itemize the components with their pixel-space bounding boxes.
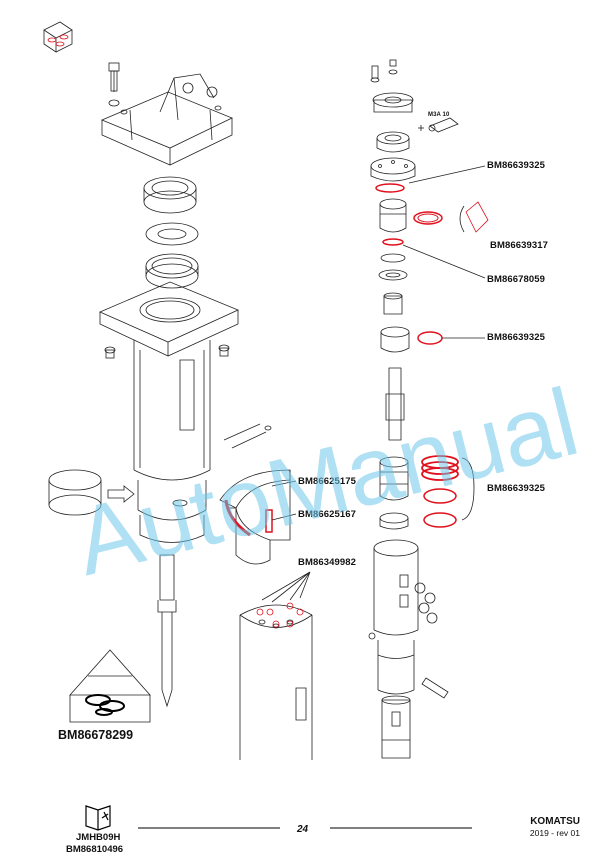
footer-code: BM86810496: [66, 844, 124, 855]
callout-bm86349982: BM86349982: [298, 557, 357, 568]
cylinder-bottom: [239, 602, 313, 760]
main-body: [98, 281, 240, 543]
right-valve-body: [378, 198, 489, 315]
callout-bm86639317: BM86639317: [490, 240, 549, 251]
chisel-tool: [157, 554, 177, 708]
right-bottom-piston: [381, 695, 411, 759]
right-seal-pack: [379, 455, 475, 530]
seal-kit-icon: [43, 21, 73, 53]
callout-bm86678059: BM86678059: [487, 274, 546, 285]
right-cylinder: [368, 539, 449, 699]
callout-bm86639325-top: BM86639325: [487, 160, 546, 171]
side-pins: [223, 423, 272, 449]
kit-label: BM86678299: [58, 728, 134, 742]
arrow: [107, 485, 135, 503]
top-bolt: [108, 62, 120, 107]
left-seal-stack: [143, 176, 199, 289]
sleeve-ring: [48, 469, 102, 516]
callout-bm86639325-low: BM86639325: [487, 483, 546, 494]
fitting-label: M3A 10: [428, 112, 450, 118]
brand-name: KOMATSU: [530, 816, 580, 827]
bm86349982-leader: [261, 571, 311, 603]
right-top-hardware: [370, 59, 414, 153]
manual-book-icon: [85, 805, 111, 831]
callout-bm86639325-mid: BM86639325: [487, 332, 546, 343]
revision: 2019 - rev 01: [529, 828, 580, 838]
footer-model: JMHB09H: [76, 832, 121, 843]
right-piston: [380, 326, 443, 441]
kit-box: [69, 649, 151, 723]
m3a-fitting: [418, 117, 459, 133]
callout-bm86625175: BM86625175: [298, 476, 357, 487]
top-bracket: [100, 73, 233, 166]
page-number: 24: [297, 824, 309, 835]
right-valve-cap: [370, 157, 416, 193]
callout-bm86625167: BM86625167: [298, 509, 357, 520]
seal-cross-section: [219, 469, 291, 565]
